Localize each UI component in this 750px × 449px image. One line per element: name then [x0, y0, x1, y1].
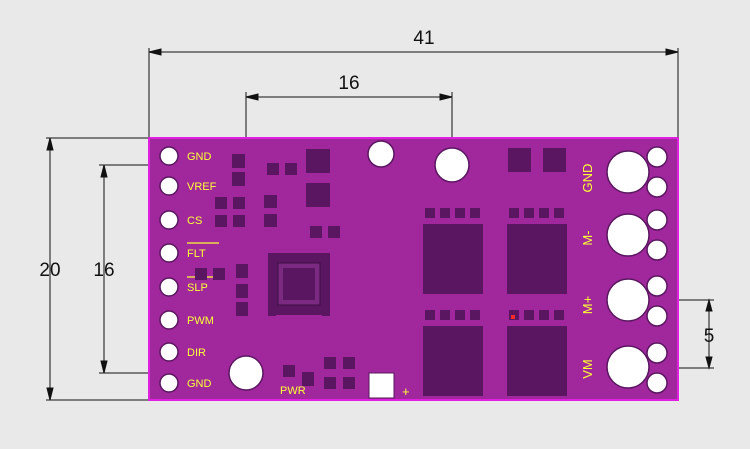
terminal-label-m-minus: M-	[580, 230, 595, 245]
pcb-board	[148, 137, 679, 401]
white-pad	[368, 372, 395, 399]
left-pin-labels: GND VREF CS FLT SLP PWM DIR GND	[187, 151, 219, 390]
pin-label-gnd-top: GND	[187, 151, 212, 163]
pin-label-flt: FLT	[187, 248, 206, 260]
dim-pin-span: 16	[93, 260, 114, 281]
main-ic	[268, 253, 330, 316]
pin-label-gnd-bottom: GND	[187, 378, 212, 390]
dim-terminal-pitch: 5	[704, 326, 715, 347]
mounting-holes	[228, 140, 470, 391]
red-marker	[511, 315, 515, 319]
pin-label-dir: DIR	[187, 347, 206, 359]
dim-board-height: 20	[39, 260, 60, 281]
pin-label-pwm: PWM	[187, 315, 214, 327]
dim-hole-span: 16	[338, 73, 359, 94]
smd-pads-left	[195, 149, 340, 316]
terminal-label-m-plus: M+	[580, 296, 595, 314]
dim-board-width: 41	[413, 28, 434, 49]
terminal-block-pads	[606, 146, 668, 394]
terminal-label-vm: VM	[580, 359, 595, 379]
smd-pads-top-right	[508, 148, 566, 172]
pwr-label: PWR	[280, 385, 306, 397]
smd-pads-bottom	[283, 357, 355, 389]
left-header-pads	[159, 146, 179, 393]
terminal-labels: GND M- M+ VM	[580, 164, 595, 379]
mosfet-packages	[423, 208, 567, 396]
terminal-label-gnd: GND	[580, 164, 595, 193]
pin-label-vref: VREF	[187, 181, 217, 193]
pin-label-cs: CS	[187, 215, 202, 227]
plus-label: +	[402, 384, 410, 399]
pin-label-slp: SLP	[187, 282, 208, 294]
